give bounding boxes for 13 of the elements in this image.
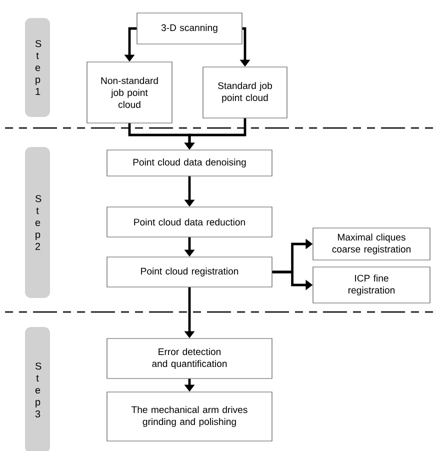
process-box: Point cloud data reduction (106, 206, 272, 238)
process-box: Point cloud registration (106, 256, 272, 288)
process-box: Point cloud data denoising (106, 150, 272, 176)
process-box: ICP fine registration (312, 266, 430, 304)
step-band: Step 1 (25, 18, 50, 117)
process-box: Non-standard job point cloud (86, 62, 172, 124)
process-box: The mechanical arm drives grinding and polishing (106, 392, 272, 442)
process-box: 3-D scanning (136, 12, 242, 44)
process-box: Maximal cliques coarse registration (312, 228, 430, 260)
step-band: Step 2 (25, 147, 50, 298)
step-band: Step 3 (25, 327, 50, 451)
process-box: Standard job point cloud (202, 66, 288, 118)
process-box: Error detection and quantification (106, 338, 272, 379)
